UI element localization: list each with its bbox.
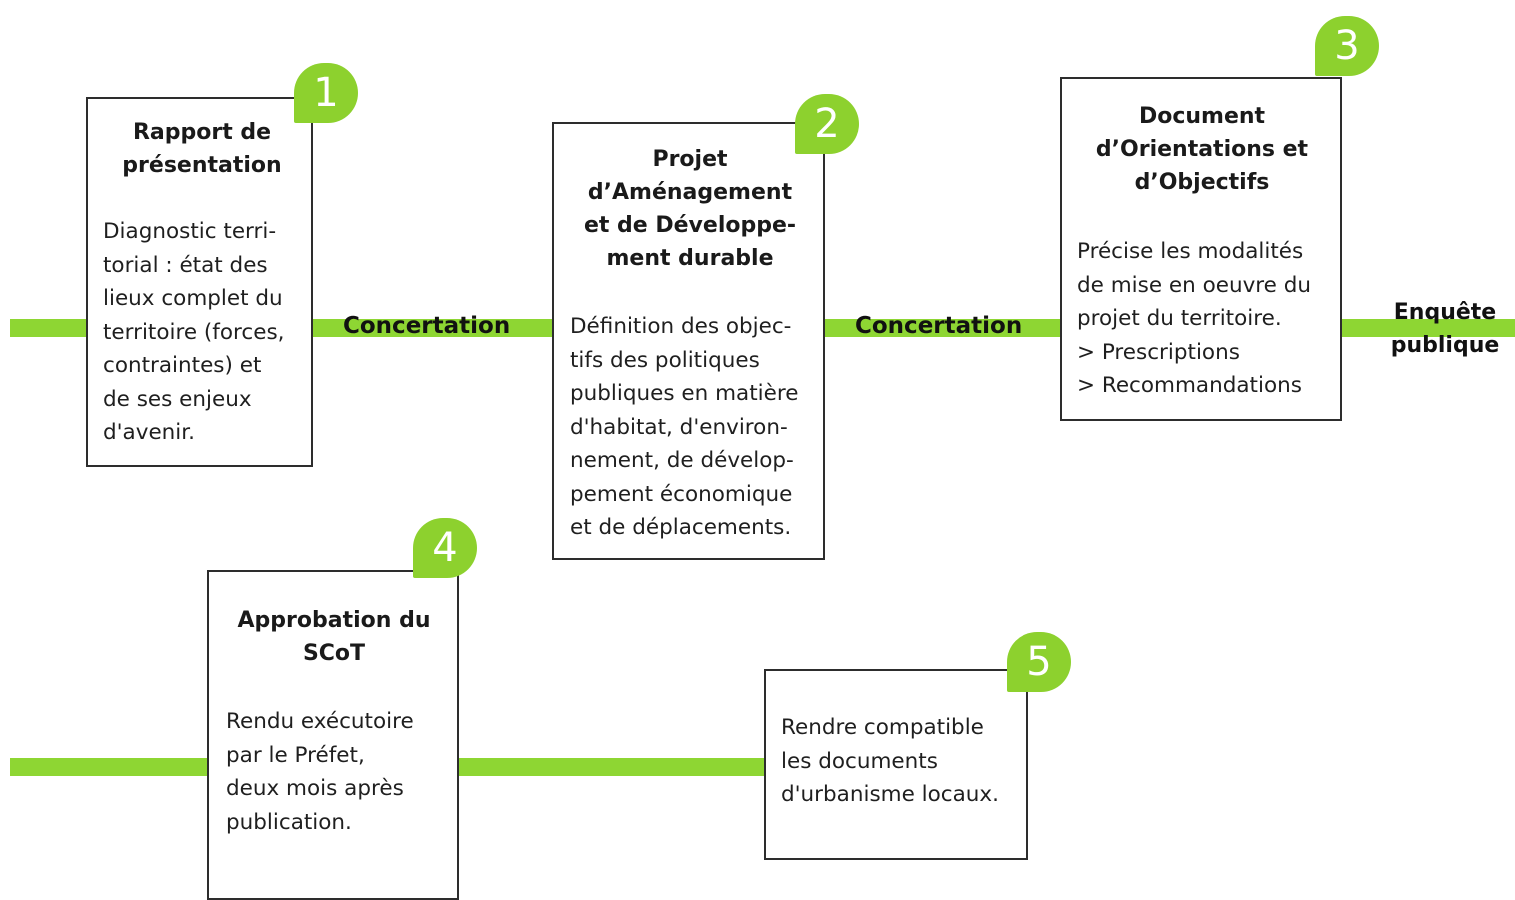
step-description-line: et de déplacements. [570, 515, 792, 540]
step-box-rendre-compatible: Rendre compatible les documents d'urbani… [764, 669, 1028, 860]
step-title-line: Rapport de [132, 120, 272, 145]
step-title: Rapport de présentation [102, 116, 302, 182]
concertation-label-2: Concertation [855, 313, 1023, 339]
step-number-badge: 1 [294, 63, 358, 123]
step-title: Document d’Orientations et d’Objectifs [1076, 100, 1328, 199]
step-description: Définition des objec- tifs des politique… [570, 310, 810, 545]
step-title-line: d’Orientations et [1095, 137, 1309, 162]
step-description-line: Rendre compatible [781, 715, 984, 740]
step-description-line: deux mois après [226, 776, 404, 801]
step-description-line: d'avenir. [103, 420, 195, 445]
enquete-label-line: publique [1390, 333, 1500, 358]
step-title: Projet d’Aménagement et de Développe- me… [566, 143, 814, 275]
step-number-badge: 2 [795, 94, 859, 154]
step-box-document-orientations: Document d’Orientations et d’Objectifs P… [1060, 77, 1342, 421]
step-description: Rendu exécutoire par le Préfet, deux moi… [226, 705, 440, 839]
concertation-label-1: Concertation [343, 313, 511, 339]
step-box-approbation-scot: Approbation du SCoT Rendu exécutoire par… [207, 570, 459, 900]
step-description-line: Diagnostic terri- [103, 219, 277, 244]
step-title: Approbation du SCoT [221, 604, 447, 670]
step-description-line: territoire (forces, [103, 319, 285, 345]
step-title-line: et de Développe- [583, 213, 797, 238]
step-description-line: Précise les modalités [1077, 239, 1304, 264]
step-description-line: lieux complet du [103, 286, 283, 311]
step-description-line: d'habitat, d'environ- [570, 414, 788, 440]
step-description-line: d'urbanisme locaux. [781, 782, 999, 807]
step-description: Précise les modalités de mise en oeuvre … [1077, 235, 1327, 403]
step-title-line: d’Aménagement [587, 180, 793, 205]
step-title-line: présentation [122, 153, 282, 178]
step-title-line: Approbation du [237, 608, 431, 633]
step-description-line: > Prescriptions [1077, 339, 1240, 365]
step-description-line: les documents [781, 748, 938, 774]
step-description-line: projet du territoire. [1077, 306, 1282, 331]
step-description-line: Rendu exécutoire [226, 709, 414, 734]
step-description: Rendre compatible les documents d'urbani… [781, 711, 1021, 812]
step-description-line: tifs des politiques [570, 347, 760, 373]
step-description-line: publication. [226, 809, 352, 835]
step-box-projet-amenagement: Projet d’Aménagement et de Développe- me… [552, 122, 825, 560]
step-description-line: torial : état des [103, 252, 268, 278]
step-title-line: Projet [652, 147, 728, 172]
step-title-line: SCoT [302, 641, 366, 666]
step-description-line: de ses enjeux [103, 386, 252, 412]
step-description-line: contraintes) et [103, 353, 262, 378]
step-number-badge: 4 [413, 518, 477, 578]
step-description-line: de mise en oeuvre du [1077, 272, 1312, 298]
step-title-line: Document [1138, 104, 1266, 129]
step-description-line: Définition des objec- [570, 314, 792, 339]
enquete-publique-label: Enquête publique [1385, 296, 1505, 362]
step-description-line: nement, de dévelop- [570, 448, 794, 473]
step-description-line: par le Préfet, [226, 742, 365, 768]
step-title-line: ment durable [606, 246, 774, 271]
step-number-badge: 5 [1007, 632, 1071, 692]
step-description-line: pement économique [570, 481, 793, 507]
step-box-rapport-de-presentation: Rapport de présentation Diagnostic terri… [86, 97, 313, 467]
step-description-line: > Recommandations [1077, 373, 1302, 398]
enquete-label-line: Enquête [1393, 300, 1497, 325]
step-description: Diagnostic terri- torial : état des lieu… [103, 215, 299, 450]
step-description-line: publiques en matière [570, 381, 799, 406]
step-number-badge: 3 [1315, 16, 1379, 76]
step-title-line: d’Objectifs [1134, 170, 1270, 195]
